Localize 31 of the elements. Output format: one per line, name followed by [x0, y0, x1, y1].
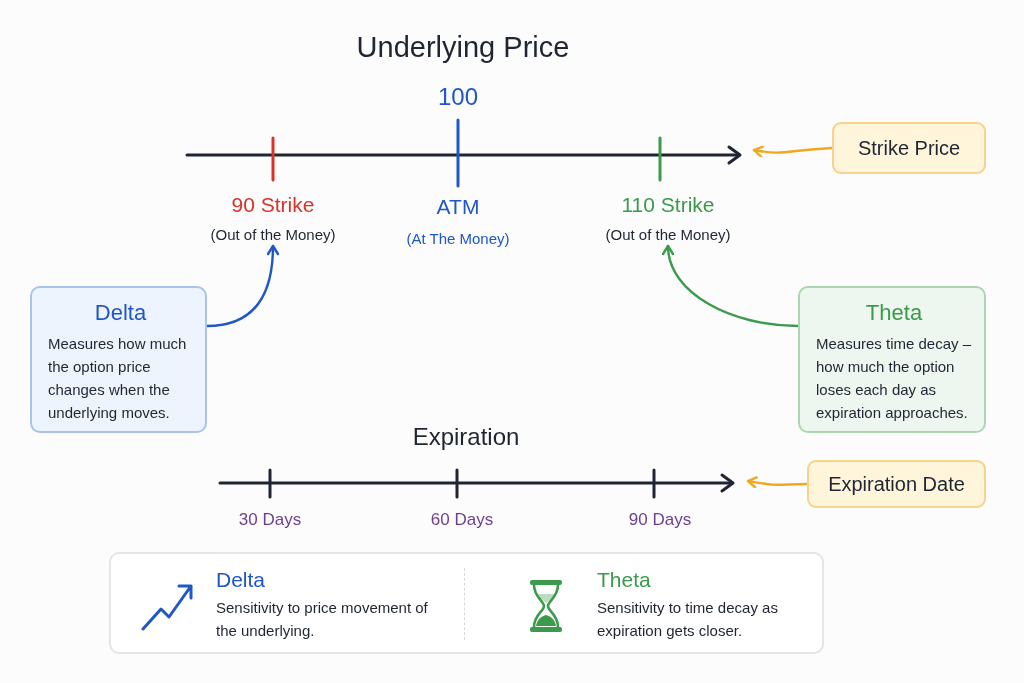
- tag-text: Expiration Date: [828, 472, 965, 496]
- legend-heading: Delta: [216, 568, 266, 592]
- callout-box: [30, 286, 207, 433]
- legend-panel: [109, 552, 824, 654]
- legend-text: Sensitivity to price movement of the underlying.: [216, 598, 429, 641]
- tick-label: 30 Days: [238, 510, 302, 530]
- tick-label: 110 Strike: [621, 193, 715, 217]
- tick-caption: (Out of the Money): [210, 226, 336, 243]
- axis-title: Expiration: [412, 423, 520, 451]
- curved-arrow: [205, 244, 279, 328]
- curved-arrow: [662, 244, 800, 328]
- tick-label: 90 Strike: [231, 193, 315, 217]
- callout-text: Measures time decay – how much the option loses each day as expiration approaches.: [816, 334, 972, 423]
- tick-label: 60 Days: [430, 510, 494, 530]
- legend-text: Sensitivity to time decay as expiration gets closer.: [597, 598, 779, 641]
- callout-heading: Theta: [864, 300, 924, 326]
- legend-heading: Theta: [597, 568, 651, 592]
- callout-box: [798, 286, 986, 433]
- callout-heading: Delta: [93, 300, 148, 326]
- tick-value: 100: [438, 83, 478, 111]
- tag-text: Strike Price: [857, 136, 961, 160]
- axis-title: Underlying Price: [356, 30, 570, 64]
- tag-box: [832, 122, 986, 174]
- tick-label: ATM: [436, 195, 480, 219]
- tag-box: [807, 460, 986, 508]
- callout-text: Measures how much the option price changes when the underlying moves.: [48, 334, 188, 423]
- curved-arrow: [746, 476, 809, 489]
- tick-caption: (Out of the Money): [605, 226, 731, 243]
- tick-caption: (At The Money): [406, 229, 510, 247]
- curved-arrow: [752, 145, 834, 158]
- tick-label: 90 Days: [628, 510, 692, 530]
